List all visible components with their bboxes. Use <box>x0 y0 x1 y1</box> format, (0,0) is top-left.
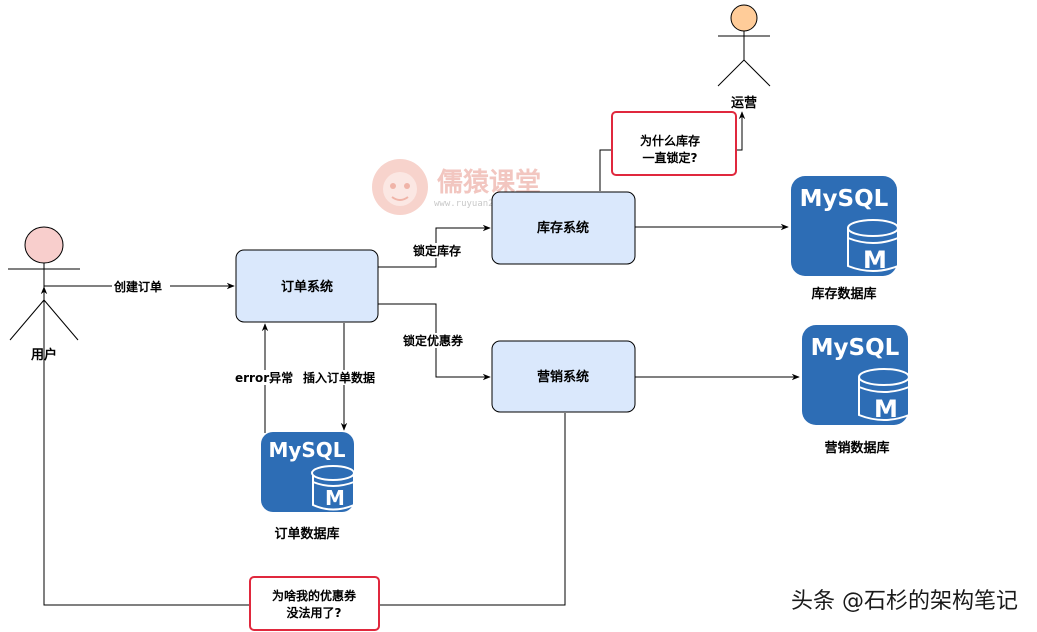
label-create-order: 创建订单 <box>113 279 162 294</box>
marketing-system-label: 营销系统 <box>537 369 589 385</box>
person-icon <box>717 4 771 87</box>
label-insert-order: 插入订单数据 <box>303 370 375 385</box>
order-db-caption: 订单数据库 <box>274 526 339 542</box>
user-question-line1: 为啥我的优惠券 <box>272 588 357 603</box>
marketing-db[interactable]: MySQL M 营销数据库 <box>802 325 910 456</box>
order-db[interactable]: MySQL M 订单数据库 <box>261 432 355 542</box>
mysql-icon: MySQL M <box>791 176 899 276</box>
label-lock-coupon: 锁定优惠券 <box>403 333 464 348</box>
ops-actor[interactable]: 运营 <box>717 4 771 111</box>
user-actor[interactable]: 用户 <box>8 226 80 363</box>
mysql-letter: M <box>874 395 898 423</box>
ops-question-line2: 一直锁定? <box>643 150 698 165</box>
marketing-db-caption: 营销数据库 <box>824 440 889 456</box>
mysql-letter: M <box>325 486 345 510</box>
order-system-label: 订单系统 <box>281 279 333 295</box>
label-error: error异常 <box>235 370 293 385</box>
mysql-logo-text: MySQL <box>800 186 889 212</box>
inventory-system[interactable]: 库存系统 <box>491 191 636 265</box>
mysql-letter: M <box>863 246 887 274</box>
mysql-logo-text: MySQL <box>811 335 900 361</box>
edge-labels: 创建订单 锁定库存 锁定优惠券 error异常 插入订单数据 <box>112 243 470 385</box>
ops-question-note: 为什么库存 一直锁定? <box>611 111 737 176</box>
ops-question-line1: 为什么库存 <box>640 133 700 148</box>
inventory-system-label: 库存系统 <box>537 220 589 236</box>
ops-label: 运营 <box>731 95 757 111</box>
watermark-logo-icon <box>372 159 428 215</box>
marketing-system[interactable]: 营销系统 <box>491 340 636 413</box>
mysql-icon: MySQL M <box>261 432 355 512</box>
watermark-url: www.ruyuan2020.com <box>434 199 532 209</box>
person-icon <box>8 226 80 341</box>
user-label: 用户 <box>30 347 57 363</box>
footer-attribution: 头条 @石杉的架构笔记 <box>791 589 1018 614</box>
user-question-note: 为啥我的优惠券 没法用了? <box>249 576 380 631</box>
mysql-logo-text: MySQL <box>268 438 345 462</box>
order-system[interactable]: 订单系统 <box>235 249 379 323</box>
inventory-db-caption: 库存数据库 <box>811 286 876 302</box>
watermark: 儒猿课堂 www.ruyuan2020.com <box>372 159 541 215</box>
label-lock-stock: 锁定库存 <box>413 243 461 258</box>
inventory-db[interactable]: MySQL M 库存数据库 <box>791 176 899 302</box>
user-question-line2: 没法用了? <box>287 605 342 620</box>
mysql-icon: MySQL M <box>802 325 910 425</box>
